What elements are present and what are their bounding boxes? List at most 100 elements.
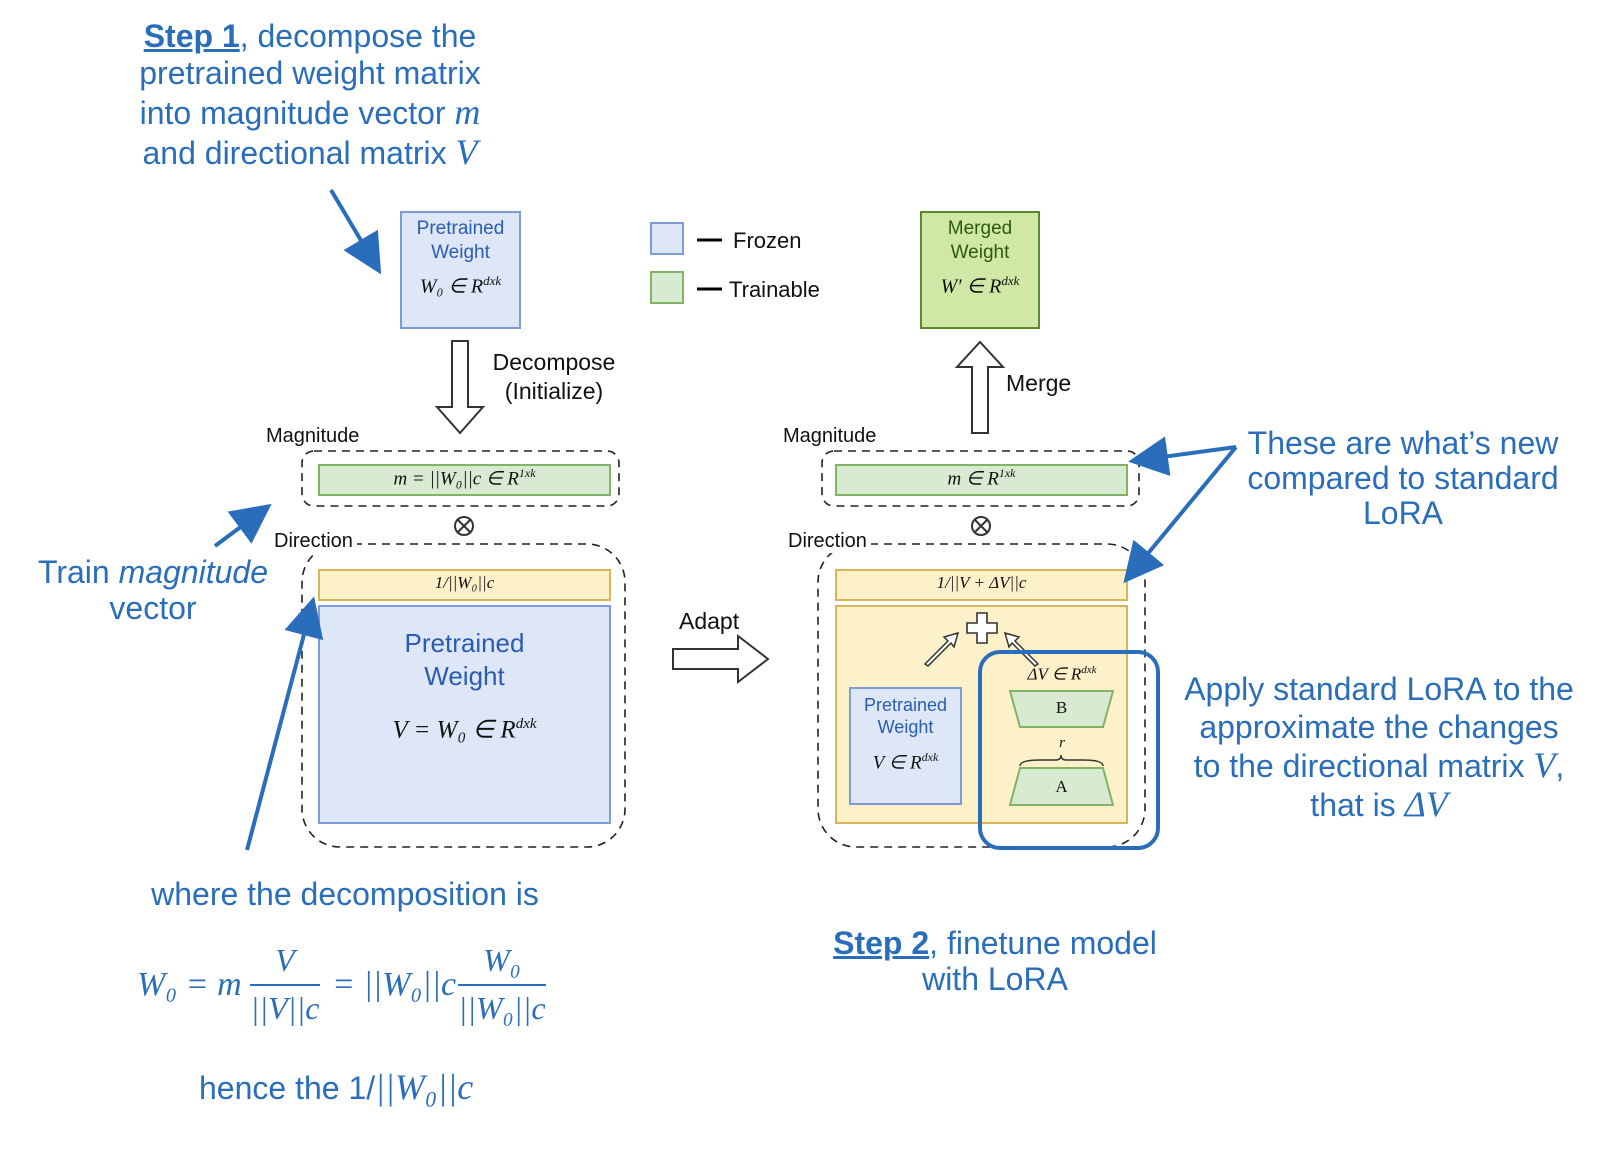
train-magnitude-annotation: Train magnitude vector [28,554,278,626]
right-magnitude-formula: m ∈ R1xk [836,466,1127,490]
whats-new-annotation: These are what’s new compared to standar… [1233,426,1573,531]
legend-trainable-label: Trainable [729,277,820,302]
whats-new-arrow-magnitude [1128,436,1237,477]
legend-frozen-label: Frozen [733,228,802,253]
right-magnitude-dashed-frame [821,450,1140,507]
right-pretrained-weight-small [849,687,962,805]
right-small-line2: Weight [877,717,934,737]
train-magnitude-arrow [213,503,272,548]
pretrained-top-line2: Weight [431,242,490,263]
apply-var-v: V [1533,745,1556,785]
decompose-line1: Decompose [492,349,616,375]
train-mag-word2: vector [109,590,197,626]
legend-frozen-swatch [650,222,684,255]
left-big-line1: Pretrained [404,628,525,658]
right-small-line1: Pretrained [863,695,948,715]
step1-arrow [329,188,382,275]
delta-v-text: ΔV ∈ R [1027,664,1082,684]
whats-new-arrow-norm [1123,445,1238,584]
decompose-line2: (Initialize) [504,378,604,404]
hence-text: hence the 1/ [199,1070,376,1106]
right-small-sup: dxk [921,750,939,764]
step1-line3: into magnitude vector [139,95,446,131]
lora-b-label: B [1055,698,1068,717]
left-big-box-text: Pretrained Weight V = W₀ ∈ Rdxk [319,627,610,746]
apply-line2: approximate the changes [1199,709,1559,745]
step2-line1: , finetune model [929,925,1157,961]
left-direction-dashed-frame [301,543,626,848]
left-magnitude-label: Magnitude [266,425,364,448]
formula-num2: W₀ [483,942,521,978]
legend-trainable-swatch [650,271,684,304]
merge-label: Merge [1006,370,1072,396]
left-direction-label: Direction [274,530,357,553]
formula-den1: ||V||c [250,990,320,1026]
decomposition-arrow [245,596,324,851]
right-magnitude-label: Magnitude [783,425,881,448]
left-magnitude-dashed-frame [301,450,620,507]
left-big-line2: Weight [424,661,505,691]
right-norm-bar [835,569,1128,601]
right-magnitude-formula-text: m ∈ R [947,468,999,490]
merge-arrow [954,340,1006,434]
right-magnitude-vector [835,464,1128,496]
right-multiply-icon [971,516,991,536]
rank-brace [1019,754,1104,767]
merged-sup: dxk [1001,273,1020,288]
step2-line2: with LoRA [922,961,1068,997]
formula-lhs: W₀ = m [137,966,242,1003]
step1-label: Step 1 [143,18,240,54]
step2-label: Step 2 [833,925,930,961]
delta-v-formula: ΔV ∈ Rdxk [1000,664,1124,685]
whats-new-line3: LoRA [1362,495,1444,531]
left-magnitude-formula-text: m = ||W₀||c ∈ R [393,468,519,490]
right-small-arrow [1003,631,1040,667]
step1-var-m: m [454,92,481,132]
whats-new-line2: compared to standard [1247,460,1559,496]
hence-math: ||W₀||c [375,1067,474,1107]
decompose-arrow [434,340,486,435]
pretrained-top-sup: dxk [483,273,502,288]
right-magnitude-sup: 1xk [998,466,1016,480]
pretrained-top-formula: W₀ ∈ R [419,275,484,298]
apply-line4: that is [1310,787,1396,823]
lora-rank-label: r [1059,735,1065,751]
pretrained-weight-box-top [400,211,521,329]
apply-line3: to the directional matrix [1193,748,1525,784]
right-norm-formula: 1/||V + ΔV||c [936,573,1027,592]
left-magnitude-formula: m = ||W₀||c ∈ R1xk [319,466,610,490]
step1-annotation: Step 1, decompose the pretrained weight … [95,18,525,171]
step1-line4: and directional matrix [142,135,447,171]
step1-line2: pretrained weight matrix [139,55,481,91]
step1-line1: , decompose the [239,18,477,54]
step1-var-v: V [455,132,478,172]
merged-line2: Weight [950,242,1010,263]
left-norm-bar [318,569,611,601]
right-direction-dashed-frame [817,543,1146,848]
lora-b-matrix [1008,690,1115,728]
merged-weight-box [920,211,1040,329]
lora-a-matrix [1008,767,1115,806]
left-pretrained-weight-big [318,605,611,824]
adapt-arrow [672,633,770,685]
pretrained-top-line1: Pretrained [416,218,505,239]
merged-formula: W′ ∈ R [940,275,1002,298]
right-small-box-text: Pretrained Weight V ∈ Rdxk [850,694,961,774]
train-mag-word1: Train [37,554,110,590]
lora-a-label: A [1055,777,1068,796]
formula-mid: = ||W₀||c [332,966,457,1003]
apply-line1: Apply standard LoRA to the [1184,671,1574,707]
right-small-formula: V ∈ R [872,752,922,774]
train-mag-italic: magnitude [118,554,269,590]
left-multiply-icon [454,516,474,536]
lora-highlight-frame [978,650,1160,850]
left-big-sup: dxk [515,716,537,732]
left-norm-formula: 1/||W₀||c [434,573,495,592]
decomposition-annotation: where the decomposition is [151,876,539,912]
pretrained-weight-top-text: Pretrained Weight W₀ ∈ Rdxk [401,217,520,299]
left-small-arrow [923,631,960,667]
whats-new-line1: These are what’s new [1247,425,1559,461]
apply-var-dv: ΔV [1404,784,1448,824]
merged-line1: Merged [947,218,1013,239]
formula-den2: ||W₀||c [458,990,546,1026]
